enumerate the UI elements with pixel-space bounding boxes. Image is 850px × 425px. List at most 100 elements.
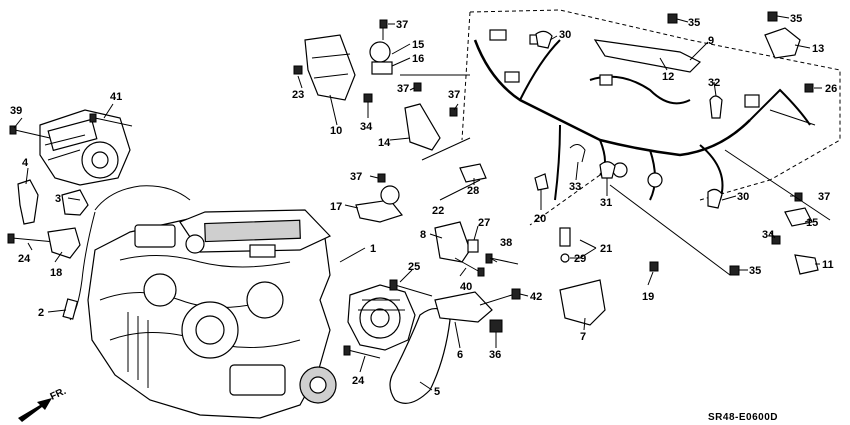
- callout-labels: 1 2 3 4 5 6 7 8 9 10 11 12 13 14 15 15 1…: [10, 13, 837, 398]
- bracket-8: [434, 221, 471, 263]
- cover-12: [593, 39, 702, 73]
- washer-27: [467, 239, 479, 253]
- bracket-18: [47, 227, 81, 259]
- alternator: [347, 284, 416, 351]
- callout-1: 1: [370, 243, 376, 255]
- callout-15-top: 15: [412, 39, 424, 51]
- callout-26: 26: [825, 83, 837, 95]
- callout-35-topright: 35: [790, 13, 802, 25]
- callout-20: 20: [534, 213, 546, 225]
- bolt-42: [479, 293, 516, 306]
- leader-lines: [13, 15, 831, 391]
- sensor-28: [459, 163, 487, 183]
- sensor-21: [559, 227, 571, 247]
- callout-28: 28: [467, 185, 479, 197]
- callout-3: 3: [55, 193, 61, 205]
- throttle-cable-2: [94, 185, 191, 211]
- bolt-25: [394, 284, 433, 297]
- callout-37-e: 37: [818, 191, 830, 203]
- callout-19: 19: [642, 291, 654, 303]
- callout-8: 8: [420, 229, 426, 241]
- bolt-24-left: [11, 237, 56, 243]
- callout-11: 11: [822, 259, 834, 271]
- nut-36: [489, 319, 503, 333]
- clip-30-b: [707, 188, 723, 209]
- callout-36: 36: [489, 349, 501, 361]
- adjuster-6: [434, 291, 493, 323]
- callout-35-top: 35: [688, 17, 700, 29]
- engine-assembly: [87, 209, 337, 419]
- callout-41: 41: [110, 91, 122, 103]
- clip-33: [569, 144, 586, 163]
- callout-31: 31: [600, 197, 612, 209]
- callout-5: 5: [434, 386, 440, 398]
- grommet-15: [369, 41, 391, 63]
- callout-32: 32: [708, 77, 720, 89]
- callout-10: 10: [330, 125, 342, 137]
- clip-31: [599, 161, 616, 179]
- callout-37-d: 37: [350, 171, 362, 183]
- callout-25: 25: [408, 261, 420, 273]
- bolt-37-d: [377, 173, 386, 183]
- bolt-34-a: [363, 93, 373, 103]
- starter-motor: [39, 109, 131, 186]
- clamp-16: [371, 61, 393, 75]
- bracket-10: [304, 34, 356, 101]
- bolt-24-lower: [347, 349, 381, 359]
- nut-35-c: [729, 265, 740, 276]
- bolt-38: [489, 257, 519, 265]
- callout-7: 7: [580, 331, 586, 343]
- bracket-11: [794, 254, 819, 275]
- callout-33: 33: [569, 181, 581, 193]
- callout-40: 40: [460, 281, 472, 293]
- diagram-code: SR48-E0600D: [708, 412, 778, 423]
- callout-23: 23: [292, 89, 304, 101]
- callout-15-right: 15: [806, 217, 818, 229]
- callout-35-lower: 35: [749, 265, 761, 277]
- callout-42: 42: [530, 291, 542, 303]
- callout-30-top: 30: [559, 29, 571, 41]
- bolt-34-b: [771, 235, 781, 245]
- callout-24-lower: 24: [352, 375, 365, 387]
- sensor-20: [534, 173, 549, 191]
- callout-37-c: 37: [448, 89, 460, 101]
- callout-30-right: 30: [737, 191, 749, 203]
- nut-35-b: [767, 11, 778, 22]
- clamp-4: [17, 179, 39, 225]
- nut-35-a: [667, 13, 678, 24]
- callout-9: 9: [708, 35, 714, 47]
- callout-29: 29: [574, 253, 586, 265]
- callout-14: 14: [378, 137, 391, 149]
- callout-4: 4: [22, 157, 29, 169]
- front-direction-arrow: [18, 398, 52, 422]
- callout-37-b: 37: [397, 83, 409, 95]
- clip-32: [709, 95, 723, 119]
- callout-38: 38: [500, 237, 512, 249]
- callout-13: 13: [812, 43, 824, 55]
- callout-37-a: 37: [396, 19, 408, 31]
- callout-17: 17: [330, 201, 342, 213]
- bolt-37-a: [379, 19, 388, 29]
- bolt-39: [14, 129, 51, 139]
- callout-18: 18: [50, 267, 62, 279]
- front-direction-label: FR.: [49, 386, 68, 403]
- washer-29: [560, 253, 570, 263]
- callout-22: 22: [432, 205, 444, 217]
- bolt-26: [804, 83, 814, 93]
- callout-34-center: 34: [360, 121, 373, 133]
- callout-24-left: 24: [18, 253, 31, 265]
- bolt-37-b: [413, 82, 422, 92]
- callout-34-right: 34: [762, 229, 775, 241]
- callout-12: 12: [662, 71, 674, 83]
- nut-23: [293, 65, 303, 75]
- callout-21: 21: [600, 243, 612, 255]
- callout-6: 6: [457, 349, 463, 361]
- grommet-13: [764, 27, 801, 59]
- bolt-41: [94, 117, 133, 127]
- bracket-7: [559, 279, 606, 326]
- bolt-37-c: [449, 107, 458, 117]
- bolt-19: [649, 261, 659, 272]
- callout-39: 39: [10, 105, 22, 117]
